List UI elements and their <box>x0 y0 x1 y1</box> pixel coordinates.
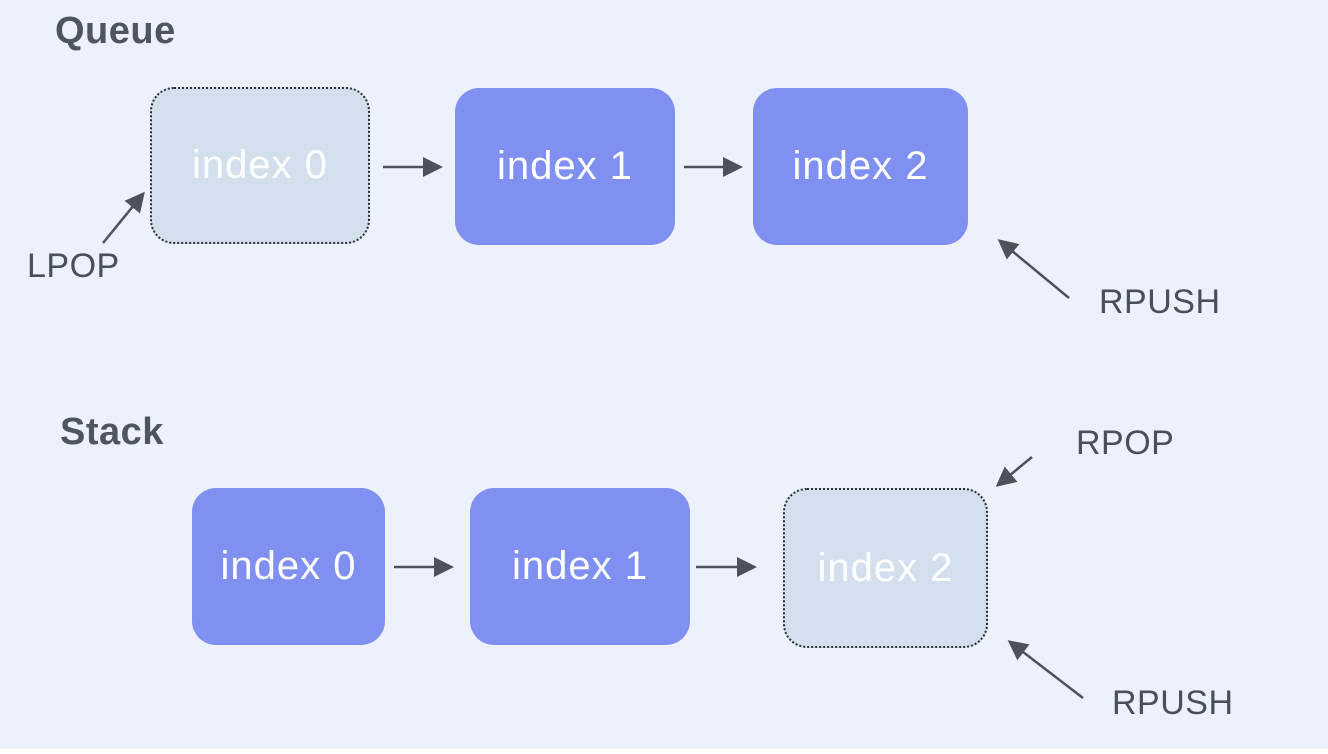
stack-node-index-0: index 0 <box>192 488 385 645</box>
stack-node-index-2: index 2 <box>783 488 988 648</box>
rpop-label: RPOP <box>1076 424 1175 462</box>
queue-node-index-1: index 1 <box>455 88 675 245</box>
queue-rpush-label: RPUSH <box>1099 283 1221 321</box>
stack-section-title: Stack <box>60 411 164 453</box>
rpop-arrow <box>995 456 1033 487</box>
queue-rpush-arrow <box>997 239 1070 299</box>
queue-section-title: Queue <box>55 10 176 52</box>
queue-node-index-0: index 0 <box>150 87 370 244</box>
lpop-arrow <box>102 191 145 244</box>
bottom-edge-strip <box>0 749 1328 754</box>
stack-rpush-arrow <box>1007 640 1084 699</box>
lpop-label: LPOP <box>27 247 120 285</box>
queue-node-index-2: index 2 <box>753 88 968 245</box>
stack-node-index-1: index 1 <box>470 488 690 645</box>
stack-rpush-label: RPUSH <box>1112 684 1234 722</box>
